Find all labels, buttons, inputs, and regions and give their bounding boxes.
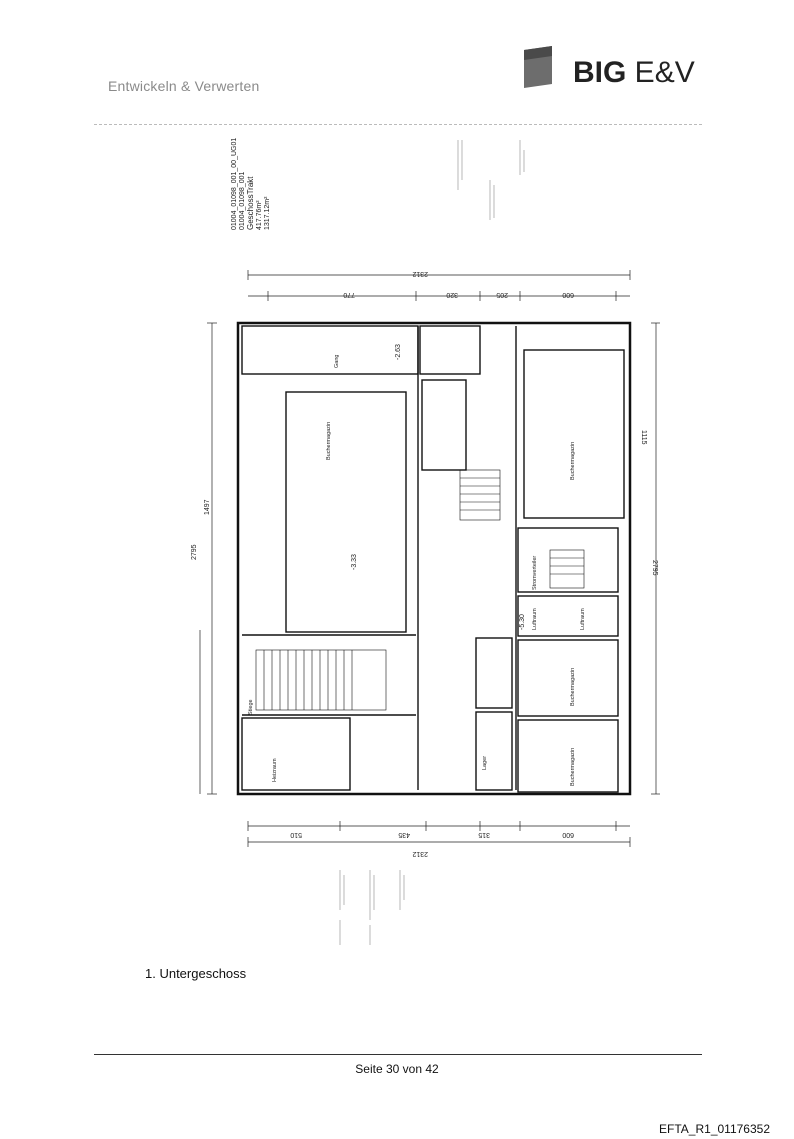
room-label-luftraum-1: Luftraum bbox=[532, 608, 538, 630]
room-labels: Buchermagazin Gang Stiege Heizraum Lager… bbox=[248, 355, 586, 786]
header-tagline: Entwickeln & Verwerten bbox=[108, 78, 260, 94]
room-label-buchermagazin-1: Buchermagazin bbox=[326, 422, 332, 460]
dim-1497: 1497 bbox=[204, 499, 211, 515]
room-label-stiege: Stiege bbox=[248, 699, 254, 715]
dim-2795-right: 2795 bbox=[651, 560, 658, 576]
dim-1115: 1115 bbox=[640, 430, 647, 445]
plan-caption: 1. Untergeschoss bbox=[145, 966, 247, 981]
floor-plan-drawing: 01004_01098_001_00_UG01 01004_01098_001 … bbox=[191, 138, 660, 945]
plan-legend-top bbox=[457, 140, 525, 220]
room-label-luftraum-2: Luftraum bbox=[580, 608, 586, 630]
dim-2312: 2312 bbox=[412, 270, 428, 277]
dim-600: 600 bbox=[562, 291, 574, 298]
dim-205: 205 bbox=[496, 291, 508, 298]
room-label-gang-1: Gang bbox=[334, 355, 340, 368]
room-label-buchermagazin-3: Buchermagazin bbox=[570, 668, 576, 706]
plan-title-line-4: 417.76m² bbox=[256, 200, 263, 230]
room-label-lager: Lager bbox=[482, 756, 488, 770]
dim-320: 320 bbox=[446, 291, 458, 298]
logo-bold: BIG bbox=[573, 56, 627, 89]
dimension-line-top bbox=[247, 270, 631, 301]
plan-title-line-5: 1317.12m² bbox=[264, 196, 271, 230]
dim-510: 510 bbox=[290, 831, 302, 838]
room-label-stromverteiler: Stromverteiler bbox=[532, 556, 538, 590]
dimension-line-left bbox=[199, 322, 217, 795]
room-label-heizraum: Heizraum bbox=[272, 758, 278, 782]
document-id: EFTA_R1_01176352 bbox=[659, 1122, 770, 1136]
dim-600-bottom: 600 bbox=[562, 831, 574, 838]
page-number: Seite 30 von 42 bbox=[355, 1062, 439, 1076]
stairs bbox=[255, 469, 585, 711]
logo-mark-icon bbox=[524, 46, 552, 88]
footer-divider bbox=[94, 1054, 702, 1055]
big-ev-logo: BIG E&V bbox=[520, 44, 710, 94]
logo-text: BIG E&V bbox=[573, 56, 695, 90]
dimension-line-bottom bbox=[247, 821, 631, 847]
plan-title-block: 01004_01098_001_00_UG01 01004_01098_001 … bbox=[231, 138, 271, 230]
dim-770: 770 bbox=[343, 291, 355, 298]
level-marker-3-33: -3.33 bbox=[351, 554, 358, 570]
dim-2795-left: 2795 bbox=[191, 544, 198, 560]
level-marker-5-30: -5.30 bbox=[519, 614, 526, 630]
interior-walls bbox=[241, 325, 625, 793]
building-outline bbox=[236, 321, 632, 796]
dim-315: 315 bbox=[478, 831, 490, 838]
level-marker-2-63: -2.63 bbox=[395, 344, 402, 360]
plan-legend-bottom bbox=[339, 870, 405, 945]
logo-rest: E&V bbox=[626, 56, 695, 89]
room-label-buchermagazin-4: Buchermagazin bbox=[570, 748, 576, 786]
plan-title-line-2: 01004_01098_001 bbox=[239, 171, 246, 230]
dim-2312-bottom: 2312 bbox=[412, 850, 428, 857]
dimension-line-right bbox=[651, 322, 660, 795]
plan-title-line-1: 01004_01098_001_00_UG01 bbox=[231, 138, 238, 230]
room-label-buchermagazin-2: Buchermagazin bbox=[570, 442, 576, 480]
plan-title-line-3: GeschossTrakt bbox=[246, 176, 255, 230]
header-divider bbox=[94, 124, 702, 125]
dim-435: 435 bbox=[398, 831, 410, 838]
